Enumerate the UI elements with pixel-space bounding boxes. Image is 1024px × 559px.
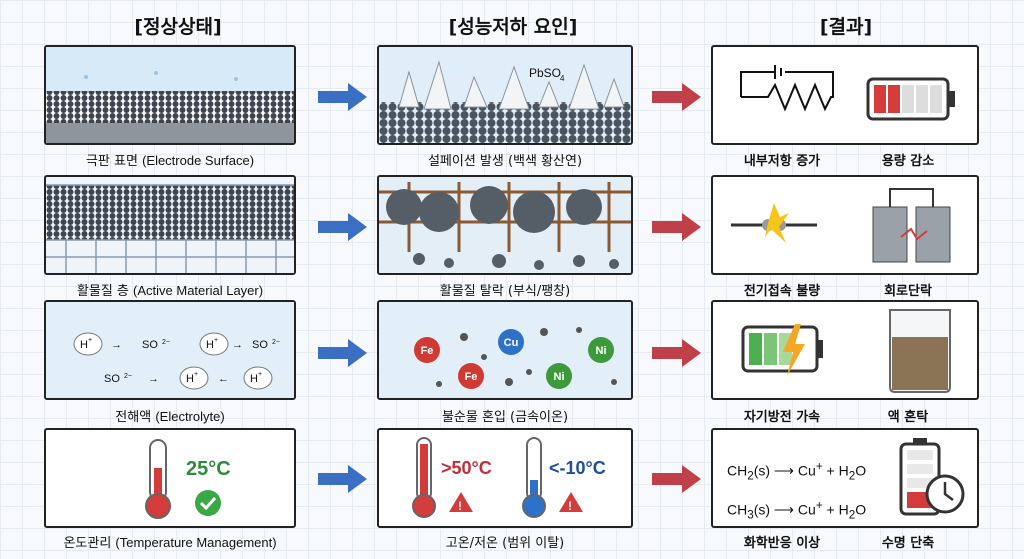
caption-ko: 극판 표면 — [85, 154, 138, 169]
svg-text:→: → — [148, 373, 159, 385]
shedding-illustration — [379, 177, 631, 273]
impurity-illustration: Fe Cu Ni Fe Ni — [379, 302, 631, 398]
discharging-battery-icon — [741, 324, 823, 376]
electrode-surface-caption: 극판 표면 (Electrode Surface) — [44, 150, 296, 169]
electrode-surface-panel — [44, 45, 296, 145]
low-temperature-value: <-10°C — [549, 458, 606, 478]
svg-text:!: ! — [458, 499, 462, 513]
caption-ko: 활물질 층 — [76, 284, 129, 299]
svg-text:!: ! — [568, 499, 572, 513]
svg-text:H: H — [80, 339, 88, 351]
resistor-icon — [740, 65, 834, 112]
caption-en: (Active Material Layer) — [133, 283, 264, 298]
short-circuit-icon — [872, 188, 951, 263]
caption-ko: 온도관리 — [63, 536, 112, 551]
temperature-out-of-range-caption: 고온/저온 (범위 이탈) — [445, 536, 565, 551]
blue-arrow-icon — [318, 83, 367, 111]
check-icon — [195, 490, 221, 516]
impurity-caption: 불순물 혼입 (금속이온) — [441, 410, 569, 425]
electrolyte-caption: 전해액 (Electrolyte) — [44, 406, 296, 425]
svg-text:+: + — [214, 337, 218, 344]
header-result: [결과] — [819, 16, 873, 38]
svg-text:SO: SO — [104, 373, 120, 385]
svg-text:Ni: Ni — [596, 345, 607, 357]
caption-en: (Temperature Management) — [115, 535, 277, 550]
svg-text:+: + — [194, 371, 198, 378]
thermometer-normal-icon — [145, 439, 171, 519]
result-reaction-anomaly: 화학반응 이상 — [743, 536, 821, 551]
svg-text:+: + — [88, 337, 92, 344]
caption-en: (Electrode Surface) — [142, 153, 255, 168]
result-panel-4: CH2(s) ⟶ Cu+ + H2O CH3(s) ⟶ Cu+ + H2O — [711, 428, 979, 528]
result-self-discharge: 자기방전 가속 — [743, 410, 821, 425]
result-short-circuit: 회로단락 — [884, 284, 932, 299]
blue-arrow-icon — [318, 213, 367, 241]
broken-connection-icon — [731, 203, 817, 243]
caption-ko: 전해액 — [115, 410, 152, 425]
result-electrolyte-turbidity: 액 혼탁 — [887, 410, 929, 425]
active-material-illustration — [46, 177, 294, 273]
svg-text:4: 4 — [560, 74, 565, 83]
svg-text:→: → — [232, 339, 243, 351]
active-material-panel — [44, 175, 296, 275]
red-arrow-icon — [652, 83, 701, 111]
svg-text:Ni: Ni — [554, 371, 565, 383]
sulfation-caption: 설페이션 발생 (백색 황산연) — [427, 154, 583, 169]
svg-text:SO: SO — [142, 339, 158, 351]
battery-clock-icon — [899, 438, 965, 516]
reaction-2: CH3(s) ⟶ Cu+ + H2O — [727, 499, 867, 522]
svg-text:2−: 2− — [124, 373, 132, 380]
blue-arrow-icon — [318, 465, 367, 493]
thermometer-high-low-icons: ! ! — [412, 437, 583, 518]
blue-arrow-icon — [318, 339, 367, 367]
svg-text:→: → — [111, 339, 122, 351]
low-battery-icon — [866, 77, 955, 121]
result-bad-connection: 전기접속 불량 — [743, 284, 821, 299]
svg-text:H: H — [186, 373, 194, 385]
svg-text:←: ← — [218, 373, 229, 385]
svg-text:2−: 2− — [162, 339, 170, 346]
result-panel-3 — [711, 300, 979, 400]
result-shortened-life: 수명 단축 — [881, 536, 935, 551]
svg-text:H: H — [206, 339, 214, 351]
header-normal-state: [정상상태] — [134, 16, 222, 38]
sulfation-illustration: PbSO 4 — [379, 47, 631, 143]
result-panel-2 — [711, 175, 979, 275]
caption-en: (Electrolyte) — [155, 409, 225, 424]
svg-text:H: H — [250, 373, 258, 385]
svg-text:Fe: Fe — [465, 371, 478, 383]
svg-text:SO: SO — [252, 339, 268, 351]
impurity-panel: Fe Cu Ni Fe Ni — [377, 300, 633, 400]
result-internal-resistance: 내부저항 증가 — [743, 154, 821, 169]
electrode-surface-illustration — [46, 47, 294, 143]
result-panel-1 — [711, 45, 979, 145]
shedding-caption: 활물질 탈락 (부식/팽창) — [439, 284, 571, 299]
murky-beaker-icon — [889, 309, 951, 393]
reaction-1: CH2(s) ⟶ Cu+ + H2O — [727, 460, 867, 483]
svg-text:Cu: Cu — [504, 337, 519, 349]
pbso4-label: PbSO — [529, 66, 561, 80]
high-temperature-value: >50°C — [441, 458, 492, 478]
red-arrow-icon — [652, 213, 701, 241]
red-arrow-icon — [652, 465, 701, 493]
temperature-caption: 온도관리 (Temperature Management) — [44, 532, 296, 551]
svg-text:2−: 2− — [272, 339, 280, 346]
svg-text:+: + — [258, 371, 262, 378]
header-degradation-cause: [성능저하 요인] — [448, 16, 578, 38]
svg-text:Fe: Fe — [421, 345, 434, 357]
shedding-panel — [377, 175, 633, 275]
temperature-normal-panel: 25°C — [44, 428, 296, 528]
normal-temperature-value: 25°C — [186, 458, 231, 480]
sulfation-panel: PbSO 4 — [377, 45, 633, 145]
temperature-out-of-range-panel: ! ! >50°C <-10°C — [377, 428, 633, 528]
red-arrow-icon — [652, 339, 701, 367]
reaction-equations: CH2(s) ⟶ Cu+ + H2O CH3(s) ⟶ Cu+ + H2O — [727, 452, 867, 526]
active-material-caption: 활물질 층 (Active Material Layer) — [44, 280, 296, 299]
result-capacity-loss: 용량 감소 — [881, 154, 935, 169]
